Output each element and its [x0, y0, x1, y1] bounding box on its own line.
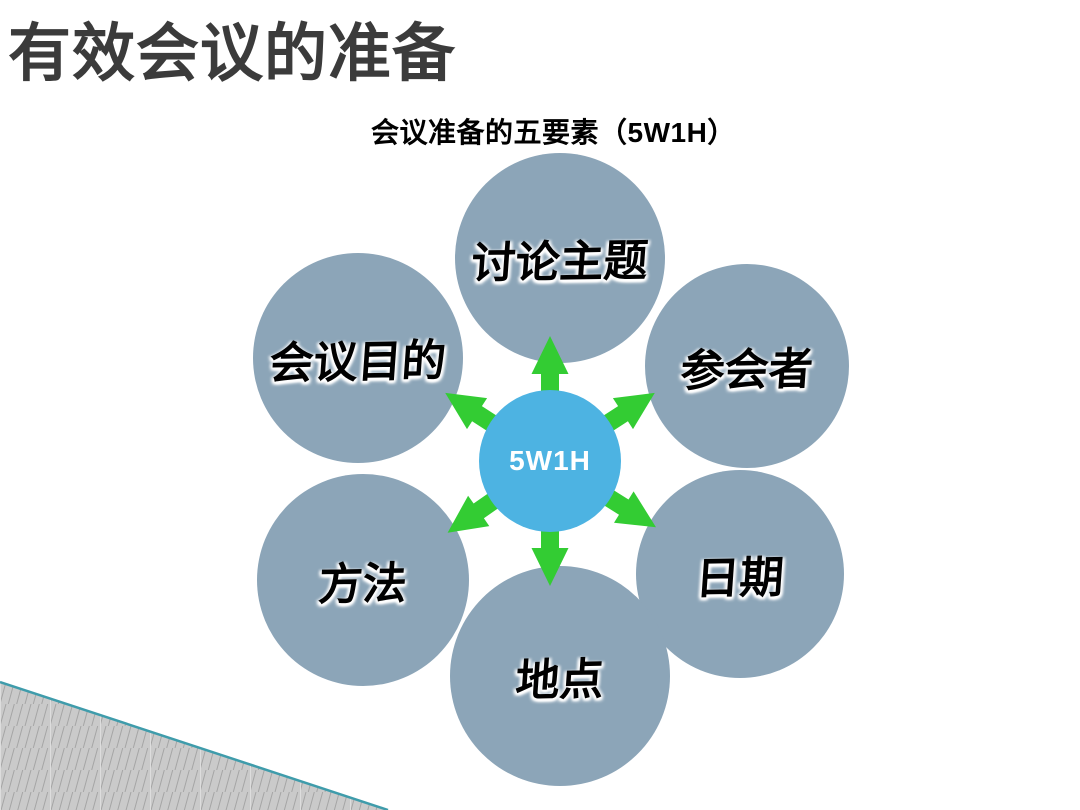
node-label: 讨论主题 [469, 236, 650, 289]
slide-title: 有效会议的准备 [8, 19, 456, 89]
diagram-title: 会议准备的五要素（5W1H） [371, 117, 736, 148]
center-hub: 5W1H [479, 390, 621, 532]
node-label: 方法 [316, 559, 409, 610]
node-method: 方法 [257, 474, 469, 686]
node-discussion-topic: 讨论主题 [455, 153, 665, 363]
node-label: 地点 [513, 655, 606, 706]
corner-teal-edge [0, 680, 389, 810]
node-location: 地点 [450, 566, 670, 786]
node-label: 参会者 [678, 344, 815, 397]
node-label: 会议目的 [267, 336, 448, 389]
node-label: 日期 [693, 553, 786, 604]
node-meeting-purpose: 会议目的 [253, 253, 463, 463]
node-attendees: 参会者 [645, 264, 849, 468]
node-date: 日期 [636, 470, 844, 678]
corner-triangle [0, 682, 388, 810]
center-hub-label: 5W1H [509, 445, 591, 476]
